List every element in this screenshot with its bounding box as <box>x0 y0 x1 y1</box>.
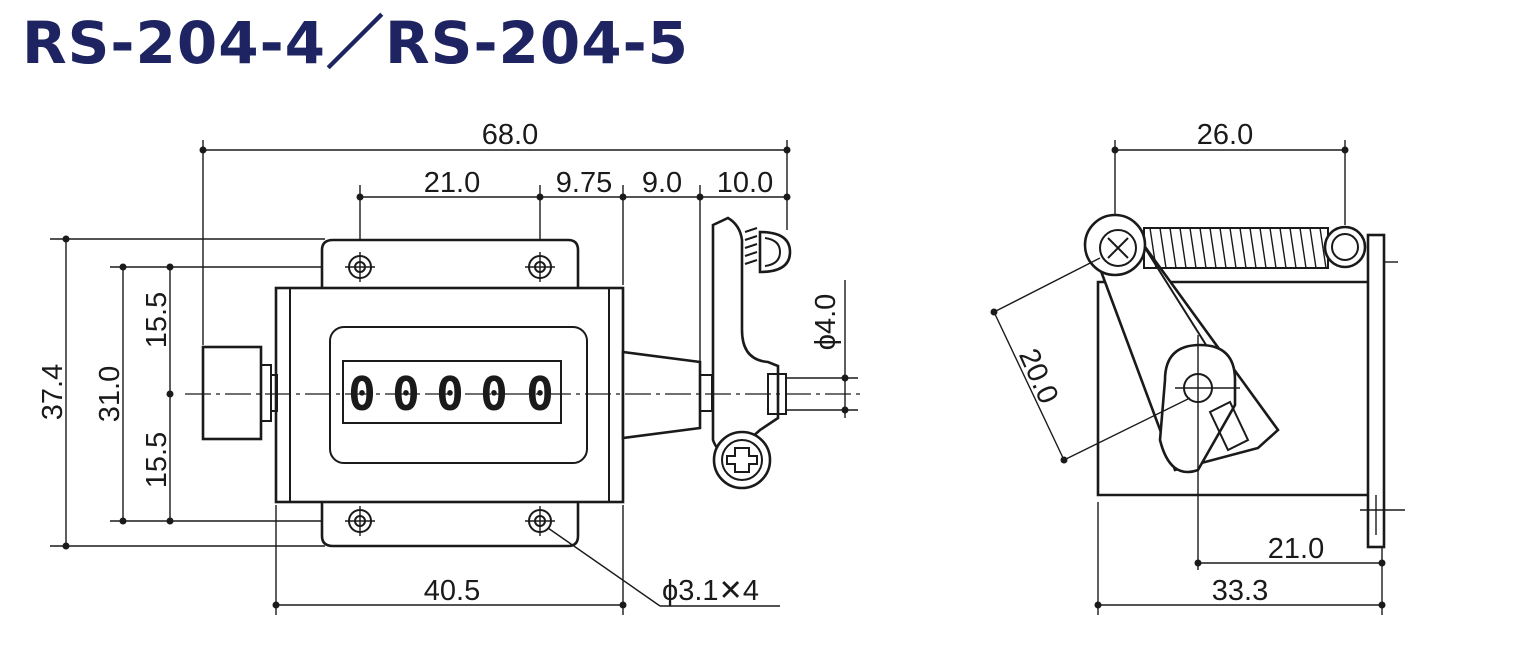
dim-shaft-dia-label: ϕ4.0 <box>810 294 842 351</box>
dim-overall-width-label: 68.0 <box>482 119 538 151</box>
page-title: RS-204-4／RS-204-5 <box>22 9 690 77</box>
dim-offset-c-label: 10.0 <box>717 167 773 199</box>
dim-spring-span: 26.0 <box>1111 119 1349 225</box>
dim-mount-holes-label: ϕ3.1✕4 <box>662 575 759 607</box>
dim-hole-spacing-label: 21.0 <box>424 167 480 199</box>
dim-lower-half-label: 15.5 <box>141 432 173 488</box>
counter-window <box>329 326 588 464</box>
dim-arm-length-label: 20.0 <box>1012 344 1064 409</box>
dim-overall-width: 68.0 <box>199 119 791 345</box>
dim-shaft-dia: ϕ4.0 <box>786 280 858 418</box>
dim-total-height-label: 37.4 <box>37 364 69 420</box>
dim-pivot-offset: 21.0 <box>1194 533 1386 567</box>
shaft-bushing <box>621 350 702 440</box>
dim-row-upper: 21.0 9.75 9.0 10.0 <box>356 167 791 375</box>
reset-knob <box>201 345 263 441</box>
side-view: 26.0 <box>990 119 1405 615</box>
dim-pivot-offset-label: 21.0 <box>1268 533 1324 565</box>
dim-upper-half-label: 15.5 <box>141 292 173 348</box>
phillips-screw-icon <box>712 430 772 490</box>
side-shaft-boss-icon <box>1158 335 1250 570</box>
dim-depth: 33.3 <box>1094 502 1386 615</box>
dim-depth-label: 33.3 <box>1212 575 1268 607</box>
front-view: 68.0 21.0 9.75 9.0 10.0 37 <box>37 119 860 615</box>
dim-body-width: 40.5 <box>272 505 627 615</box>
side-mount-plate <box>1366 233 1386 549</box>
dim-mount-holes: ϕ3.1✕4 <box>547 527 780 607</box>
dim-offset-a-label: 9.75 <box>556 167 612 199</box>
dim-offset-b-label: 9.0 <box>642 167 682 199</box>
dim-hole-height-label: 31.0 <box>94 366 126 422</box>
dim-spring-span-label: 26.0 <box>1197 119 1253 151</box>
side-spring-icon <box>1143 225 1367 269</box>
mount-hole-icons <box>345 252 555 536</box>
lever-spring-icon <box>744 227 792 274</box>
side-pivot-screw-icon <box>1083 213 1147 277</box>
dim-body-width-label: 40.5 <box>424 575 480 607</box>
dim-heights: 37.4 31.0 15.5 15.5 <box>37 235 360 550</box>
